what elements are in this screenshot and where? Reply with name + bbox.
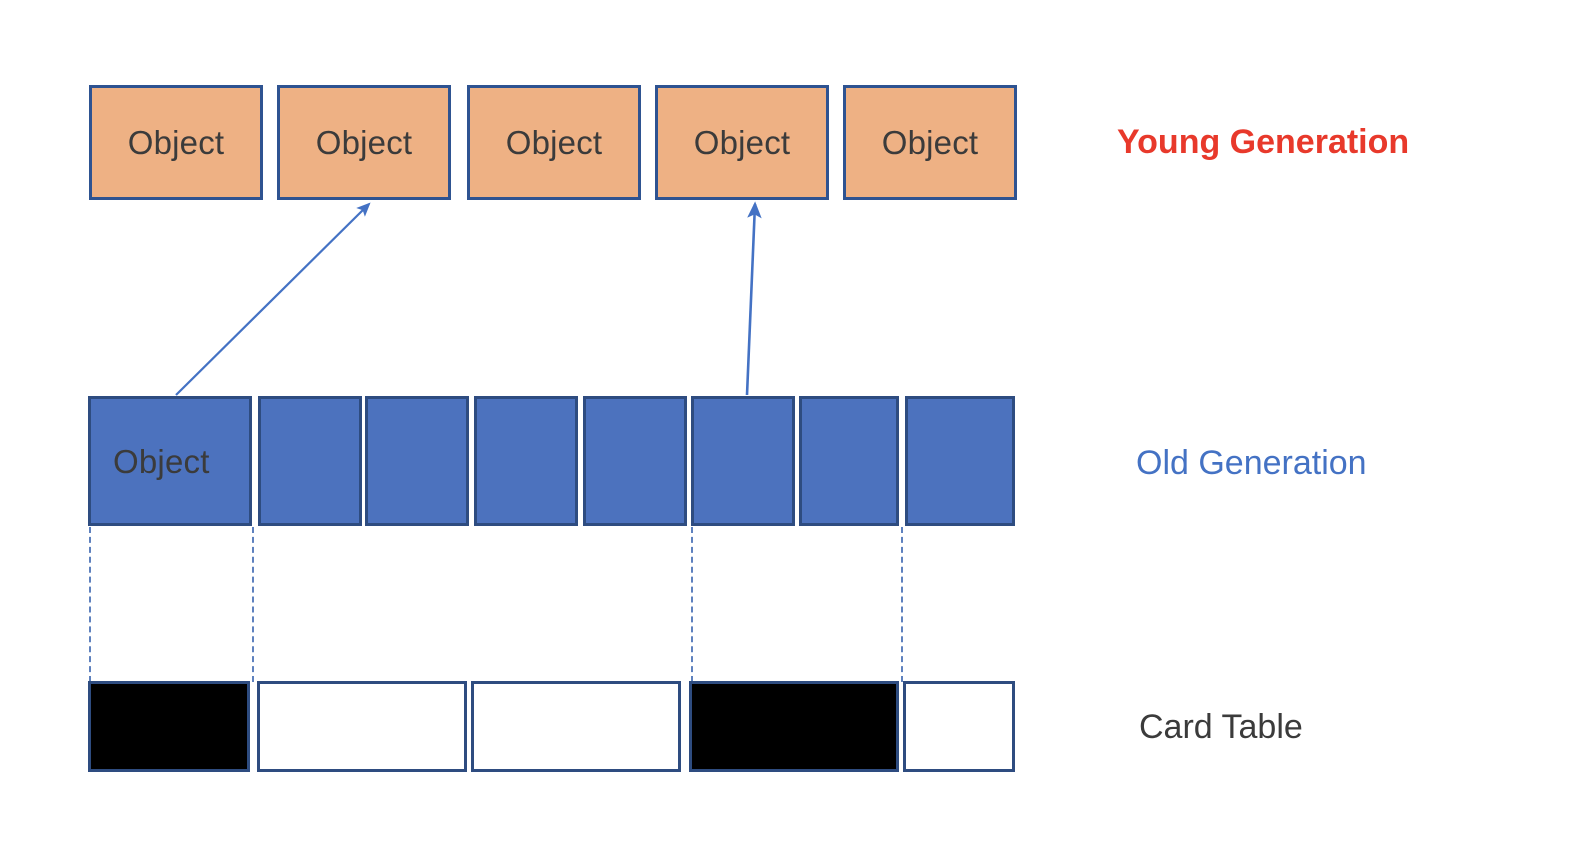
card-table-cell-3 (689, 681, 899, 772)
reference-arrow-2-icon (745, 201, 762, 396)
young-generation-label: Young Generation (1117, 123, 1410, 161)
young-generation-cell-label: Object (505, 124, 603, 161)
old-generation-cell-5 (691, 396, 795, 526)
young-generation-cell-label: Object (693, 124, 791, 161)
old-generation-cell-3 (474, 396, 578, 526)
card-table-cell-4 (903, 681, 1015, 772)
young-generation-cell-3: Object (655, 85, 829, 200)
card-boundary-dashed-line-2 (252, 527, 254, 682)
old-generation-cell-0: Object (88, 396, 252, 526)
card-table-cell-2 (471, 681, 681, 772)
card-table-label: Card Table (1139, 708, 1303, 746)
young-generation-cell-2: Object (467, 85, 641, 200)
old-generation-label: Old Generation (1136, 444, 1367, 482)
card-table-cell-1 (257, 681, 467, 772)
old-generation-cell-label: Object (113, 442, 210, 480)
old-generation-cell-4 (583, 396, 687, 526)
young-generation-cell-1: Object (277, 85, 451, 200)
card-boundary-dashed-line-1 (89, 527, 91, 682)
card-boundary-dashed-line-3 (691, 527, 693, 682)
young-generation-cell-0: Object (89, 85, 263, 200)
card-boundary-dashed-line-4 (901, 527, 903, 682)
card-table-cell-0 (88, 681, 250, 772)
old-generation-cell-2 (365, 396, 469, 526)
young-generation-cell-label: Object (127, 124, 225, 161)
young-generation-cell-label: Object (881, 124, 979, 161)
old-generation-cell-7 (905, 396, 1015, 526)
reference-arrow-1-icon (175, 202, 371, 396)
young-generation-cell-label: Object (315, 124, 413, 161)
old-generation-cell-6 (799, 396, 899, 526)
old-generation-cell-1 (258, 396, 362, 526)
young-generation-cell-4: Object (843, 85, 1017, 200)
